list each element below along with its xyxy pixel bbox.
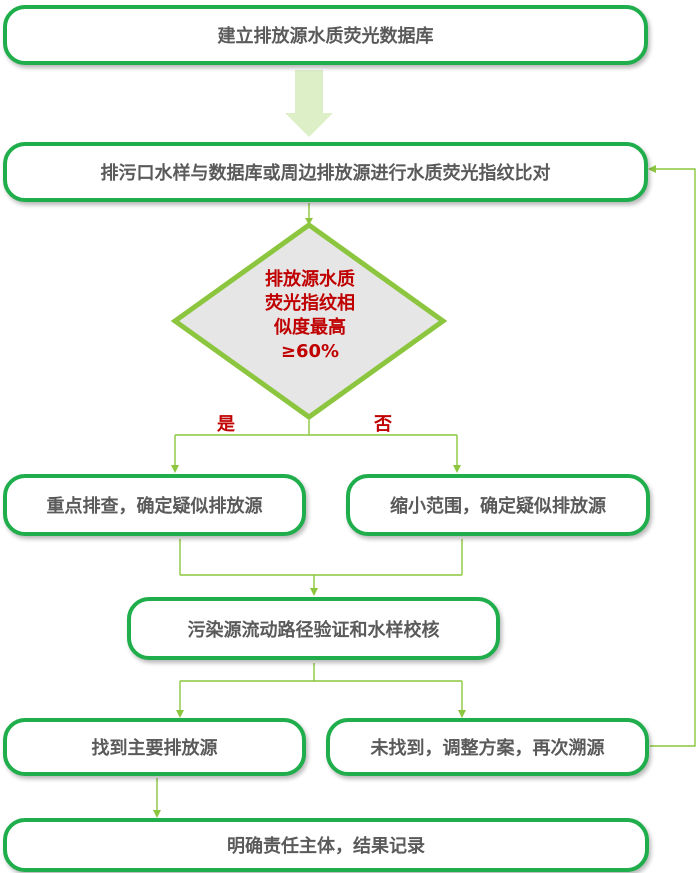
decision-diamond [170, 221, 448, 421]
down-arrow-big [285, 70, 333, 137]
decision-line: 荧光指纹相 [265, 293, 355, 314]
step-focus-check-label: 重点排查，确定疑似排放源 [46, 496, 263, 517]
arrowhead-no [453, 465, 461, 473]
arrowhead-conclude [153, 810, 161, 818]
decision-text: 排放源水质 荧光指纹相 似度最高 ≥60% [230, 268, 390, 364]
outcome-not-found: 未找到，调整方案，再次溯源 [326, 718, 649, 776]
outcome-found-source-label: 找到主要排放源 [91, 738, 218, 759]
no-label: 否 [374, 414, 392, 435]
outcome-found-source: 找到主要排放源 [3, 718, 306, 776]
outcome-not-found-label: 未找到，调整方案，再次溯源 [370, 738, 605, 759]
arrowhead-loop [648, 165, 656, 173]
step-build-database-label: 建立排放源水质荧光数据库 [217, 26, 434, 47]
arrowhead-verify [310, 588, 318, 596]
step-build-database: 建立排放源水质荧光数据库 [3, 5, 648, 65]
arrowhead-decision [305, 218, 313, 225]
step-narrow-range-label: 缩小范围，确定疑似排放源 [390, 496, 606, 517]
step-fingerprint-compare: 排污口水样与数据库或周边排放源进行水质荧光指纹比对 [3, 142, 648, 202]
yes-label: 是 [217, 414, 235, 435]
step-conclude-record: 明确责任主体，结果记录 [3, 818, 649, 872]
step-path-verification: 污染源流动路径验证和水样校核 [127, 597, 500, 660]
decision-line: ≥60% [280, 341, 340, 362]
arrowhead-yes [171, 465, 179, 473]
arrowhead-not-found [458, 710, 466, 718]
arrowhead-found [176, 710, 184, 718]
decision-line: 排放源水质 [265, 269, 355, 290]
decision-line: 似度最高 [274, 317, 346, 338]
connector-loop-back [650, 168, 696, 747]
step-path-verification-label: 污染源流动路径验证和水样校核 [187, 619, 440, 641]
step-fingerprint-compare-label: 排污口水样与数据库或周边排放源进行水质荧光指纹比对 [100, 163, 551, 184]
step-narrow-range: 缩小范围，确定疑似排放源 [346, 474, 650, 536]
step-conclude-record-label: 明确责任主体，结果记录 [227, 836, 425, 857]
step-focus-check: 重点排查，确定疑似排放源 [3, 474, 306, 536]
